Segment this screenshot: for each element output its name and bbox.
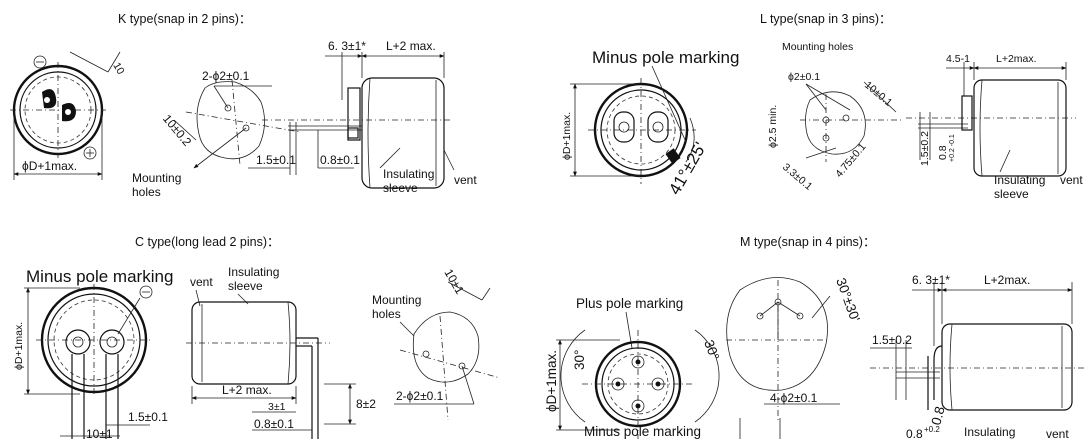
m-vent-label: vent [1046,427,1069,439]
m-pin-tol-label: +0.2 [924,425,940,434]
c-pinhole-label: 2-ϕ2±0.1 [396,389,444,403]
c-type-panel: C type(long lead 2 pins)： Minus pole mar… [13,235,501,439]
c-three-label: 3±1 [268,401,286,413]
k-ten-label: 10 [110,61,126,77]
l-vent-label: vent [1060,173,1083,187]
c-sleeve-label: sleeve [228,279,263,293]
c-holes-label: holes [372,307,401,321]
l-pitch-label: 1.5±0.2 [919,131,931,166]
l-end-view: Minus pole marking 41°±25' ϕD+1max. [561,48,739,198]
m-insulating-label: Insulating [964,425,1015,439]
l-minus-pole-label: Minus pole marking [592,48,739,67]
c-vent-label: vent [190,275,213,289]
m-minus-pole-label: Minus pole marking [584,424,701,439]
c-pitch-label: 1.5±0.1 [128,410,168,424]
k-length-label: L+2 max. [386,39,436,53]
k-diameter-label: ϕD+1max. [22,159,77,173]
m-length-label: L+2max. [984,273,1030,287]
l-sleeve-label: sleeve [994,187,1029,201]
l-type-title: L type(snap in 3 pins)： [760,12,892,26]
k-vent-label: vent [454,173,477,187]
l-three-three-label: 3.3±0.1 [780,161,815,193]
l-ten-tol-label: 10±0.1 [862,79,894,109]
c-ten-angle-label: 10±1 [441,267,467,297]
k-pinhole-label: 2-ϕ2±0.1 [202,69,250,83]
m-diameter-label: ϕD+1max. [544,350,559,412]
l-pin-thick-label: 0.8 [937,145,949,160]
c-insulating-label: Insulating [228,265,279,279]
l-insulating-label: Insulating [994,173,1045,187]
k-pitch-label: 1.5±0.1 [256,153,296,167]
m-lead-label: 6. 3±1* [912,273,950,287]
k-pin-thick-label: 0.8±0.1 [320,153,360,167]
c-minus-pole-label: Minus pole marking [26,267,173,286]
l-hole-dia-label: ϕ2±0.1 [788,71,820,83]
c-mounting-label: Mounting [372,293,421,307]
m-side-view: 1.5±0.2 6. 3±1* L+2max. 0.8 0.8 +0.2 Ins… [870,273,1086,439]
m-pinholes-label: 4-ϕ2±0.1 [770,391,818,405]
k-type-title: K type(snap in 2 pins)： [118,12,251,26]
c-pin-thick-label: 0.8±0.1 [254,417,294,431]
k-side-view: 1.5±0.1 6. 3±1* L+2 max. 0.8±0.1 Insulat… [248,39,477,195]
m-pin-thick-label: 0.8 [928,405,947,427]
l-side-view: 1.5±0.2 0.8 +0.2 -0.1 4.5-1 L+2max. Insu… [906,53,1083,201]
k-mounting-pattern: 2-ϕ2±0.1 10±0.2 Mounting holes [132,69,301,199]
l-diameter-label: ϕD+1max. [561,112,573,160]
k-insulating-label: Insulating [383,167,434,181]
l-angle-label: 41°±25' [665,139,710,198]
c-end-view: Minus pole marking ϕD+1max. 1.5±0.1 [13,267,173,439]
c-side-view: vent Insulating sleeve L+2 max. 8±2 3±1 [186,265,376,439]
k-lead-label: 6. 3±1* [328,39,366,53]
l-pin-tol-label: +0.2 -0.1 [949,134,956,162]
m-plus-pole-label: Plus pole marking [576,296,683,311]
k-holes-label: holes [132,185,161,199]
c-type-title: C type(long lead 2 pins)： [135,235,280,249]
c-diameter-label: ϕD+1max. [13,322,25,370]
m-pitch-label: 1.5±0.2 [872,333,912,347]
m-angle-label: 30°±30' [833,276,863,324]
l-min-dia-label: ϕ2.5 min. [767,105,779,148]
l-lead-label: 4.5-1 [946,53,970,65]
m-thirty-r-label: 30° [701,338,722,362]
k-type-panel: K type(snap in 2 pins)： 10 ϕD+1max. [10,12,477,199]
l-four-seven-label: 4.75±0.1 [833,141,869,180]
k-ten-tol-label: 10±0.2 [160,112,194,149]
l-length-label: L+2max. [996,53,1037,65]
m-type-panel: M type(snap in 4 pins)： Plus pole markin… [544,235,1086,439]
m-thirty-l-label: 30° [572,350,587,370]
l-type-panel: L type(snap in 3 pins)： Minus pole marki… [561,12,1083,201]
c-lead-len-label: 8±2 [356,397,376,411]
c-mounting-pattern: Mounting holes 10±1 2-ϕ2±0.1 [372,267,501,421]
k-mounting-label: Mounting [132,171,181,185]
k-sleeve-label: sleeve [383,181,418,195]
k-end-view: 10 ϕD+1max. [10,51,127,180]
m-pin-thick2-label: 0.8 [906,427,923,439]
c-ten-label: 10±1 [86,427,113,439]
c-length-label: L+2 max. [222,383,272,397]
m-type-title: M type(snap in 4 pins)： [740,235,875,249]
m-end-view: Plus pole marking 30° 30° ϕD+1max. Minus… [544,296,722,439]
l-mounting-holes-label: Mounting holes [782,41,853,53]
l-mounting-pattern: Mounting holes ϕ2±0.1 ϕ2.5 min. 10±0.1 3… [767,41,902,193]
m-mounting-pattern: 30°±30' 4-ϕ2±0.1 [726,276,863,439]
